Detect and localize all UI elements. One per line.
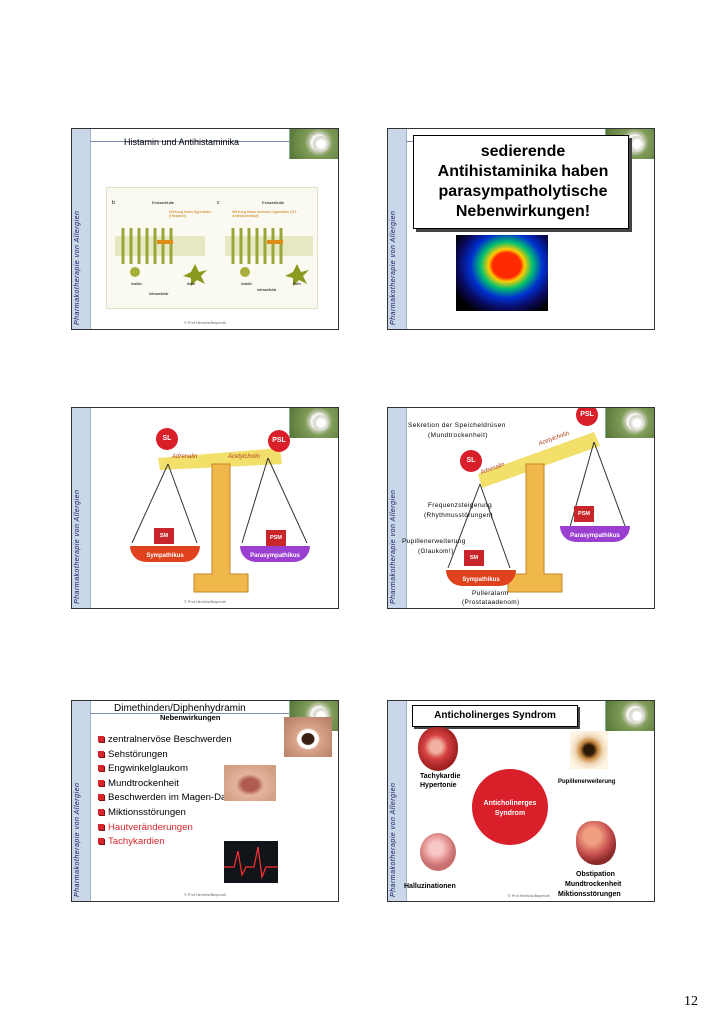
eye-photo [284,717,332,757]
speichel-label: Sekretion der Speicheldrüsen [408,422,506,429]
slide-sedierende: Pharmakotherapie von Allergien sedierend… [387,128,655,330]
sidebar-label: Pharmakotherapie von Allergien [74,782,81,897]
adrenalin-label: Adrenalin [172,454,198,460]
brain-image [420,833,456,871]
inaktiv-right: Inaktiv [241,282,252,286]
obstipation-label: Obstipation [576,871,615,878]
page-number: 12 [684,994,698,1009]
tachykardie-label: Tachykardie [420,773,461,780]
slide-sidebar [72,408,91,608]
mri-brain-image [456,235,548,311]
list-item-red: Hautveränderungen [98,821,262,836]
sympathikus-pan: Sympathikus [446,570,516,586]
psl-circle: PSL [268,430,290,452]
parasympathikus-pan: Parasympathikus [560,526,630,542]
slide-histamin: Pharmakotherapie von Allergien Histamin … [71,128,339,330]
balance-drawing [131,448,308,593]
frequenz-label: Frequenzsteigerung [428,502,493,509]
side-effect-list: zentralnervöse Beschwerden Sehstörungen … [98,733,262,850]
psm-weight: PSM [574,506,594,522]
slide-balance-1: Pharmakotherapie von Allergien SL PSL Ad… [71,407,339,609]
sidebar-label: Pharmakotherapie von Allergien [390,782,397,897]
sidebar-label: Pharmakotherapie von Allergien [74,210,81,325]
mundtrocken-label: Mundtrockenheit [565,881,622,888]
inaktiv-left: Inaktiv [131,282,142,286]
slide-balance-2: Pharmakotherapie von Allergien Sekretion… [387,407,655,609]
rhythmus-label: (Rhythmusstörungen) [424,512,494,519]
copyright: © Prof.Hinrichs/Bayreuth [184,321,226,325]
dandelion-image [605,408,654,438]
slide-sidebar [388,129,407,329]
list-item-red: Tachykardien [98,835,262,850]
wirkung-right: Wirkung eines inversen Agonisten (H1-Ant… [232,210,298,218]
aktiv-right: Aktiv [293,282,302,286]
slide-subtitle: Nebenwirkungen [160,713,221,722]
slide-sidebar [388,701,407,901]
list-item: Beschwerden im Magen-Darm-Trakt [98,791,262,806]
sl-circle: SL [460,450,482,472]
intrazell-left: Intrazellulär [149,292,169,296]
slide-title: Dimethinden/Diphenhydramin [114,703,246,714]
list-item: zentralnervöse Beschwerden [98,733,262,748]
center-line-1: Anticholinerges [483,800,537,807]
mundtrocken-label: (Mundtrockenheit) [428,432,489,439]
slide-title: sedierende Antihistaminika haben parasym… [437,143,609,220]
slide-sidebar [388,408,407,608]
slide-title-box: Anticholinerges Syndrom [412,705,578,727]
sl-circle: SL [156,428,178,450]
dandelion-image [605,701,654,731]
sympathikus-pan: Sympathikus [130,546,200,562]
ecg-trace-icon [224,846,278,880]
slide-anticholinerges: Pharmakotherapie von Allergien Anticholi… [387,700,655,902]
balance-drawing-tilted [447,432,629,593]
pupille-label: Pupillenerweiterung [558,779,616,785]
halluzinationen-label: Halluzinationen [404,883,456,890]
ecg-photo [224,841,278,883]
pupille-label: Pupillenerweiterung [402,538,466,545]
intrazell-right: Intrazellulär [257,288,277,292]
wirkung-left: Wirkung eines Agonisten (Histamin) [169,210,211,218]
dandelion-image [289,129,338,159]
mouth-photo [224,765,276,801]
acetylcholin-label: Acetylcholin [228,454,261,460]
slide-sidebar [72,129,91,329]
prostata-label: (Prostataadenom) [462,599,520,606]
slide-title-box: sedierende Antihistaminika haben parasym… [413,135,629,229]
receptor-figure: b c Extrazellulär Extrazellulär Wirkung … [106,187,318,309]
hypertonie-label: Hypertonie [420,782,457,789]
sidebar-label: Pharmakotherapie von Allergien [390,210,397,325]
fig-label-b: b [112,200,115,206]
sm-weight: SM [154,528,174,544]
slide-dimethinden: Pharmakotherapie von Allergien Dimethind… [71,700,339,902]
extrazell-label-right: Extrazellulär [262,200,285,205]
list-item: Engwinkelglaukom [98,762,262,777]
membrane-drawing [115,228,313,286]
fig-label-c: c [217,200,220,206]
aktiv-left: Aktiv [187,282,196,286]
center-line-2: Syndrom [494,810,526,817]
miktion-label: Miktionsstörungen [558,891,621,898]
syndrome-circle [472,769,548,845]
extrazell-label-left: Extrazellulär [152,200,175,205]
pulleralarm-label: Pulleralarm [472,590,509,597]
glaukom-label: (Glaukom!) [418,548,454,555]
list-item: Miktionsstörungen [98,806,262,821]
slide-title: Histamin und Antihistaminika [124,137,240,147]
psm-weight: PSM [266,530,286,546]
copyright: © Prof.Hinrichs/Bayreuth [508,894,550,898]
sm-weight: SM [464,550,484,566]
psl-circle: PSL [576,408,598,426]
heart-image [418,727,458,771]
list-item: Sehstörungen [98,748,262,763]
slide-sidebar [72,701,91,901]
copyright: © Prof.Hinrichs/Bayreuth [184,893,226,897]
stomach-image [576,821,616,865]
eye-image [570,731,608,769]
dandelion-image [289,408,338,438]
parasympathikus-pan: Parasympathikus [240,546,310,562]
list-item: Mundtrockenheit [98,777,262,792]
slide-title: Anticholinerges Syndrom [434,710,556,721]
copyright: © Prof.Hinrichs/Bayreuth [184,600,226,604]
